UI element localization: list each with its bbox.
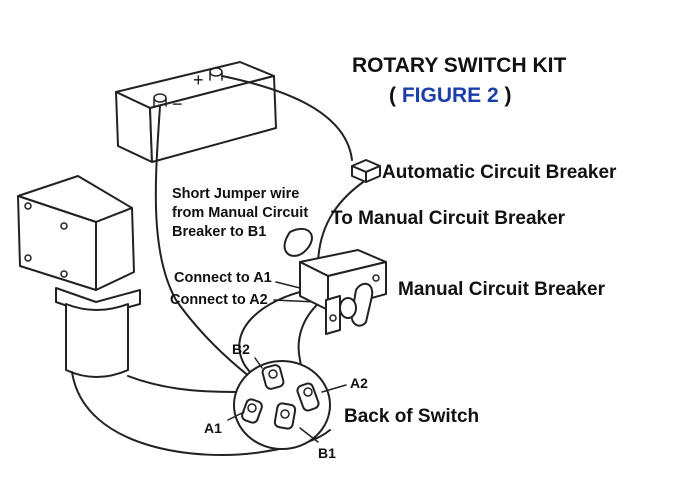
figure-paren-close: ): [499, 84, 512, 107]
jumper-label-line1: Short Jumper wire: [172, 186, 299, 202]
terminal-b1-label: B1: [318, 445, 336, 461]
wiring: [71, 75, 367, 456]
terminal-a2-label: A2: [350, 375, 368, 391]
manual-breaker-label: Manual Circuit Breaker: [398, 279, 606, 300]
terminal-b2-label: B2: [232, 341, 250, 357]
terminal-a1-label: A1: [204, 420, 222, 436]
figure-paren-open: (: [389, 84, 402, 107]
automatic-breaker-label: Automatic Circuit Breaker: [382, 162, 617, 183]
jumper-label-line3: Breaker to B1: [172, 224, 266, 240]
figure-number: FIGURE 2: [402, 84, 499, 107]
connect-a2-label: Connect to A2: [170, 292, 268, 308]
rotary-switch-back-icon: [227, 357, 347, 450]
figure-caption: ( FIGURE 2 ): [389, 84, 512, 107]
jumper-label-line2: from Manual Circuit: [172, 205, 308, 221]
connect-a1-label: Connect to A1: [174, 270, 272, 286]
back-of-switch-label: Back of Switch: [344, 406, 479, 427]
battery-icon: + −: [115, 61, 277, 163]
manual-breaker-icon: [299, 249, 387, 335]
automatic-breaker-icon: [351, 159, 381, 183]
diagram-title: ROTARY SWITCH KIT: [352, 54, 566, 77]
battery-plus-label: +: [193, 70, 204, 90]
to-manual-breaker-label: To Manual Circuit Breaker: [331, 208, 566, 229]
motor-icon: [17, 175, 141, 378]
battery-minus-label: −: [172, 94, 183, 114]
